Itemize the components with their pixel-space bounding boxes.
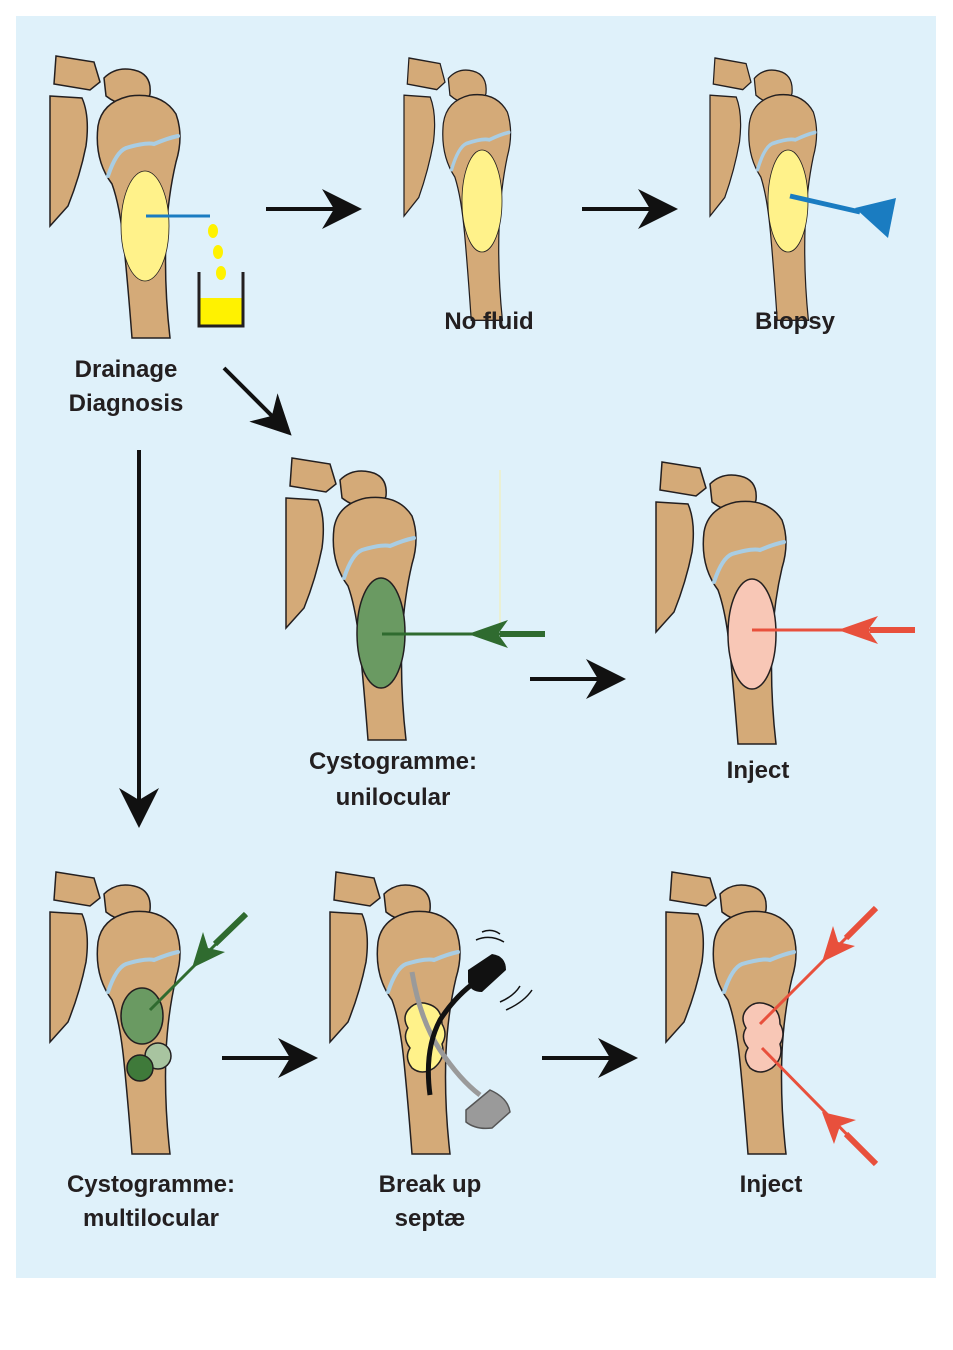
label-septae: septæ [395,1205,466,1232]
label-cystogramme-multilocular: Cystogramme: [67,1171,235,1198]
label-multilocular: multilocular [83,1205,219,1232]
biopsy-needle [789,193,896,238]
injection-needle-unilocular [752,616,915,644]
bone-cystogramme-multilocular [48,870,182,1156]
septae-breaking-tools [409,929,533,1130]
label-cystogramme-unilocular: Cystogramme: [309,748,477,775]
contrast-needle-multilocular [148,911,249,1012]
injection-needles-multilocular [758,905,879,1167]
bone-no-fluid [402,56,513,323]
bone-biopsy [708,56,819,323]
arrow-drainage-to-unilocular [222,366,292,436]
collection-beaker [197,272,245,328]
label-inject-unilocular: Inject [727,757,790,784]
bone-drainage [48,54,182,340]
bone-break-up-septae [328,870,462,1156]
label-drainage: Drainage [75,356,178,383]
bone-cystogramme-unilocular [284,456,418,742]
label-no-fluid: No fluid [444,308,533,335]
bone-inject-unilocular [654,460,788,746]
label-break-up: Break up [379,1171,482,1198]
bone-inject-multilocular [664,870,798,1156]
fluid-drops [208,224,226,280]
label-diagnosis: Diagnosis [69,390,184,417]
label-inject-multilocular: Inject [740,1171,803,1198]
label-unilocular: unilocular [336,784,451,811]
label-biopsy: Biopsy [755,308,836,335]
contrast-needle-unilocular [382,620,545,648]
